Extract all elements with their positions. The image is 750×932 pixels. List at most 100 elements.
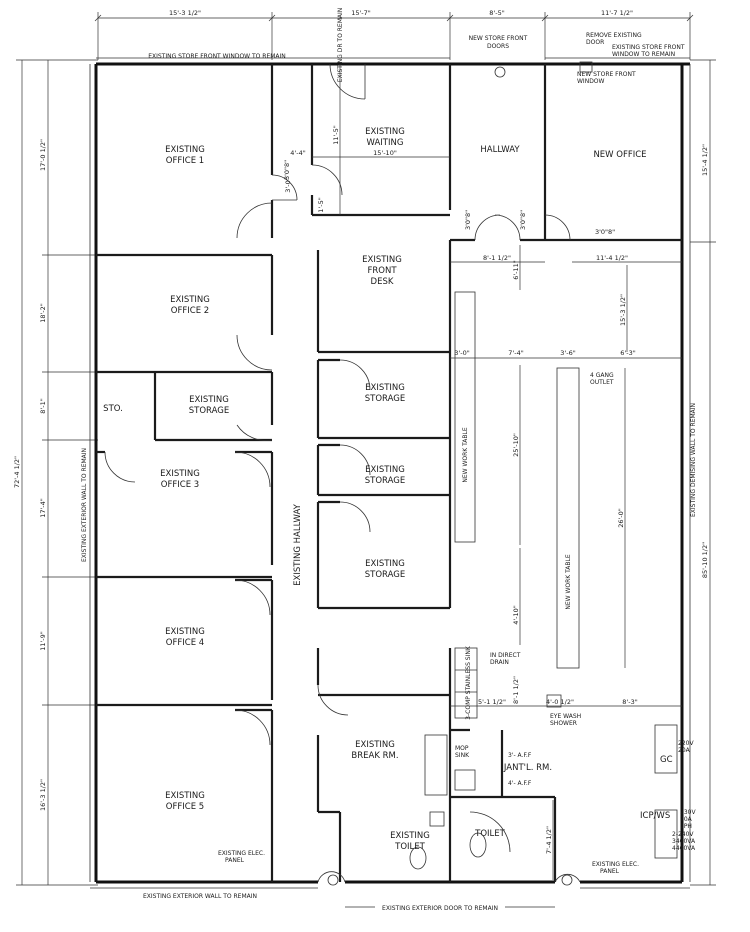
waiting-label-l2: WAITING: [367, 138, 404, 148]
remove-existing-l1: REMOVE EXISTING: [586, 32, 642, 39]
elec-panel-left-l1: EXISTING ELEC.: [218, 850, 265, 857]
left-dim-6: 16'-3 1/2": [39, 779, 47, 811]
comp-dim: 8'-1 1/2": [512, 676, 520, 704]
dim-d5: 4'-0 1/2": [546, 698, 574, 706]
waiting-width-dim: 15'-10": [373, 149, 397, 157]
waiting-label-l1: EXISTING: [365, 127, 405, 137]
mop-sink-l1: MOP: [455, 745, 469, 752]
office1-label-l1: EXISTING: [165, 145, 205, 155]
gc-spec-l1: 220V: [678, 740, 694, 747]
indirect-drain-l1: IN DIRECT: [490, 652, 521, 659]
new-storefront-doors-l1: NEW STORE FRONT: [469, 35, 528, 42]
table-gap-2: 7'-4": [508, 349, 523, 357]
left-dim-2: 18'-2": [39, 303, 47, 323]
fixtures: [327, 61, 678, 886]
door-dim-3: 3'0"8": [464, 210, 472, 230]
top-dim-3: 8'-5": [489, 9, 504, 17]
existing-hallway-label: EXISTING HALLWAY: [293, 503, 303, 585]
storage2-label-l1: EXISTING: [365, 465, 405, 475]
icp-spec-l2: 20A: [680, 816, 693, 823]
icp-spec2-l3: 4400VA: [672, 845, 696, 852]
table2-length-dim: 26'-0": [617, 508, 625, 528]
toilet-label: TOILET: [474, 829, 505, 839]
storage3-label-l1: EXISTING: [365, 559, 405, 569]
dim-d6: 8'-3": [622, 698, 637, 706]
storage-left-label-l1: EXISTING: [189, 395, 229, 405]
dim-d1: 4'-4": [290, 149, 305, 157]
sto-label: STO.: [103, 404, 123, 414]
new-office-label: NEW OFFICE: [593, 150, 646, 160]
icp-spec2-l1: 2-240V: [672, 831, 694, 838]
new-office-width-dim: 11'-4 1/2": [596, 254, 628, 262]
ext-door-note: EXISTING EXTERIOR DOOR TO REMAIN: [382, 905, 498, 912]
work-table-1-label: NEW WORK TABLE: [462, 427, 469, 483]
break-room-label-l2: BREAK RM.: [351, 751, 398, 761]
storefront-right-l1: EXISTING STORE FRONT: [612, 44, 685, 51]
gang-outlet-l2: OUTLET: [590, 379, 614, 386]
elec-panel-right-l2: PANEL: [600, 868, 620, 875]
aff-1-note: 3'- A.F.F: [508, 752, 532, 759]
new-storefront-window-l1: NEW STORE FRONT: [577, 71, 636, 78]
icp-spec2-l2: 3400VA: [672, 838, 696, 845]
office5-label-l1: EXISTING: [165, 791, 205, 801]
gang-outlet-l1: 4 GANG: [590, 372, 614, 379]
new-storefront-window-l2: WINDOW: [577, 78, 605, 85]
existing-door-top-note: EXISTING DR TO REMAIN: [337, 8, 344, 82]
office3-label-l1: EXISTING: [160, 469, 200, 479]
existing-toilet-label-l1: EXISTING: [390, 831, 430, 841]
table-gap-3: 3'-6": [560, 349, 575, 357]
office2-label-l1: EXISTING: [170, 295, 210, 305]
storage3-label-l2: STORAGE: [365, 570, 405, 580]
interior-dimensions: 15'-10" 11'-5" 4'-4" 3'-0" 1'-5" 6'-11" …: [283, 64, 682, 880]
left-total-dim: 72'-4 1/2": [13, 456, 21, 488]
new-office-height-dim: 15'-3 1/2": [619, 294, 627, 326]
top-dim-1: 15'-3 1/2": [169, 9, 201, 17]
existing-toilet-label-l2: TOILET: [394, 842, 425, 852]
left-dim-1: 17'-0 1/2": [39, 139, 47, 171]
front-desk-label-l2: FRONT: [367, 266, 397, 276]
ext-wall-left-note: EXISTING EXTERIOR WALL TO REMAIN: [81, 448, 88, 562]
office1-label-l2: OFFICE 1: [166, 156, 204, 166]
ext-wall-bottom-note: EXISTING EXTERIOR WALL TO REMAIN: [143, 893, 257, 900]
storefront-right-l2: WINDOW TO REMAIN: [612, 51, 675, 58]
storefront-left-note: EXISTING STORE FRONT WINDOW TO REMAIN: [148, 53, 286, 60]
work-table-2-label: NEW WORK TABLE: [565, 554, 572, 610]
toilet-height-dim: 7'-4 1/2": [545, 826, 553, 854]
door-dim-4: 3'0"8": [519, 210, 527, 230]
dim-d3: 1'-5": [317, 197, 325, 212]
eye-wash-l2: SHOWER: [550, 720, 577, 727]
table1-length-dim: 25'-10": [512, 433, 520, 457]
aff-2-note: 4'- A.F.F: [508, 780, 532, 787]
interior-walls: [96, 64, 682, 882]
office2-label-l2: OFFICE 2: [171, 306, 209, 316]
dim-d2: 3'-0": [284, 177, 292, 192]
left-dim-3: 8'-1": [39, 398, 47, 413]
storage2-label-l2: STORAGE: [365, 476, 405, 486]
hallway-label: HALLWAY: [480, 145, 520, 155]
front-desk-height-dim: 6'-11": [512, 260, 520, 280]
left-dim-4: 17'-4": [39, 498, 47, 518]
waiting-height-dim: 11'-5": [332, 125, 340, 145]
storage1-label-l2: STORAGE: [365, 394, 405, 404]
new-storefront-doors-l2: DOORS: [487, 43, 509, 50]
door-dim-1: 3'0"8": [283, 160, 291, 180]
top-dim-4: 11'-7 1/2": [601, 9, 633, 17]
left-dim-5: 11'-9": [39, 631, 47, 651]
break-room-label-l1: EXISTING: [355, 740, 395, 750]
jantl-room-label: JANT'L. RM.: [503, 763, 552, 773]
elec-panel-right-l1: EXISTING ELEC.: [592, 861, 639, 868]
office3-label-l2: OFFICE 3: [161, 480, 199, 490]
front-desk-label-l1: EXISTING: [362, 255, 402, 265]
gc-spec-l2: 20A: [678, 747, 691, 754]
gc-label: GC: [660, 755, 673, 765]
dim-d4: 5'-1 1/2": [478, 698, 506, 706]
right-dim-2: 85'-10 1/2": [701, 542, 709, 578]
annotations: EXISTING STORE FRONT WINDOW TO REMAIN EX…: [81, 8, 697, 912]
top-dimension-string: 15'-3 1/2" 15'-7" 8'-5" 11'-7 1/2": [94, 9, 694, 60]
icp-label: ICP/WS: [640, 811, 670, 821]
right-dimension-string: 15'-4 1/2" 85'-10 1/2": [690, 59, 716, 886]
indirect-drain-l2: DRAIN: [490, 659, 509, 666]
office4-label-l2: OFFICE 4: [166, 638, 204, 648]
office4-label-l1: EXISTING: [165, 627, 205, 637]
